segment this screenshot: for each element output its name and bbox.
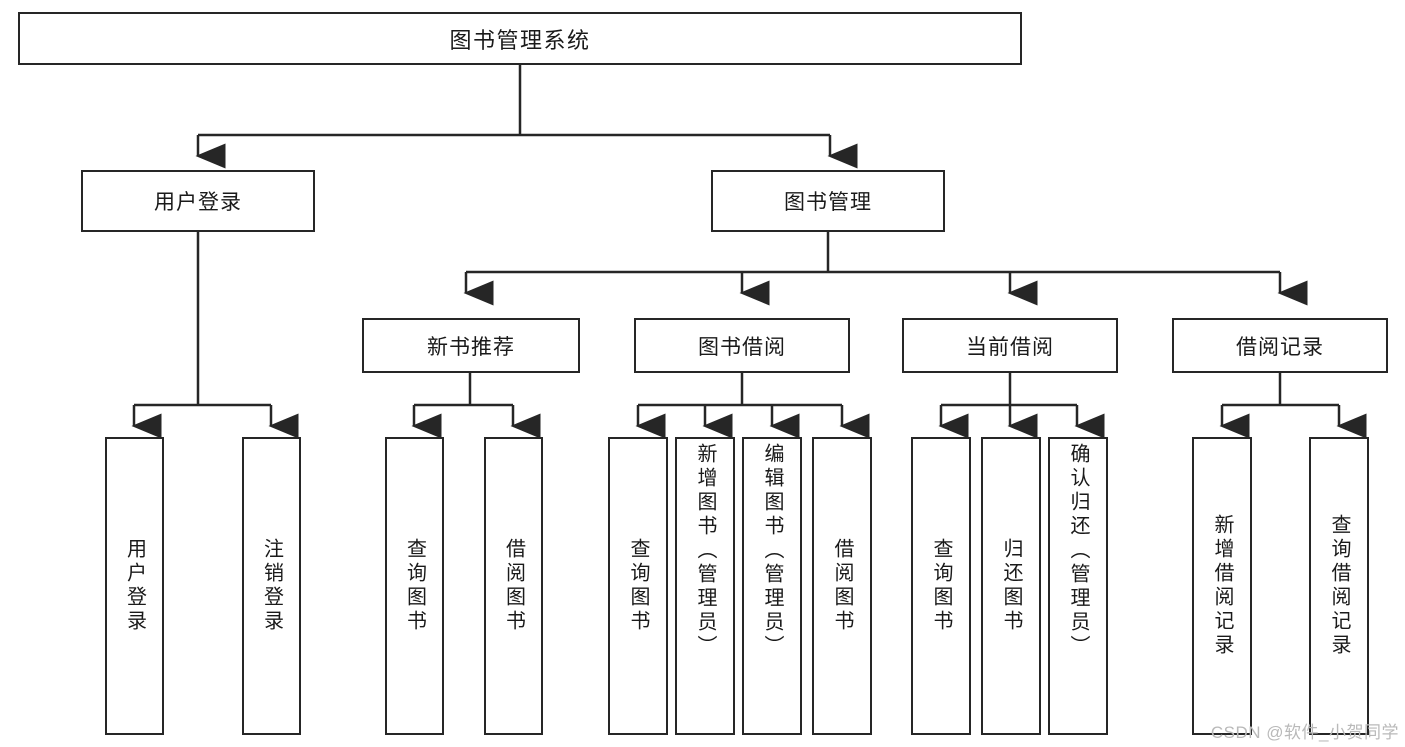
node-current-borrow[interactable]: 当前借阅 (902, 318, 1118, 373)
leaf-borrow-borrow-book[interactable]: 借阅图书 (812, 437, 872, 735)
leaf-label: 新增借阅记录 (1211, 514, 1233, 658)
node-book-management[interactable]: 图书管理 (711, 170, 945, 232)
leaf-label: 借阅图书 (502, 538, 525, 634)
node-root-label: 图书管理系统 (449, 27, 591, 53)
leaf-label: 新增图书（管理员） (694, 443, 716, 659)
leaf-borrow-query-book[interactable]: 查询图书 (608, 437, 668, 735)
node-new-book-recommend[interactable]: 新书推荐 (362, 318, 580, 373)
leaf-label: 编辑图书（管理员） (761, 443, 783, 659)
leaf-borrow-edit-book[interactable]: 编辑图书（管理员） (742, 437, 802, 735)
node-new-book-recommend-label: 新书推荐 (427, 335, 515, 359)
leaf-label: 查询借阅记录 (1328, 514, 1350, 658)
leaf-current-confirm-return[interactable]: 确认归还（管理员） (1048, 437, 1108, 735)
leaf-borrow-add-book[interactable]: 新增图书（管理员） (675, 437, 735, 735)
leaf-user-login-signout[interactable]: 注销登录 (242, 437, 301, 735)
leaf-user-login-signin[interactable]: 用户登录 (105, 437, 164, 735)
node-book-borrow[interactable]: 图书借阅 (634, 318, 850, 373)
leaf-current-query-book[interactable]: 查询图书 (911, 437, 971, 735)
leaf-record-query-record[interactable]: 查询借阅记录 (1309, 437, 1369, 735)
leaf-label: 用户登录 (123, 538, 146, 634)
leaf-recommend-borrow-book[interactable]: 借阅图书 (484, 437, 543, 735)
leaf-recommend-query-book[interactable]: 查询图书 (385, 437, 444, 735)
leaf-label: 查询图书 (930, 538, 952, 634)
leaf-label: 确认归还（管理员） (1067, 443, 1089, 659)
node-borrow-record[interactable]: 借阅记录 (1172, 318, 1388, 373)
leaf-current-return-book[interactable]: 归还图书 (981, 437, 1041, 735)
leaf-record-add-record[interactable]: 新增借阅记录 (1192, 437, 1252, 735)
leaf-label: 查询图书 (403, 538, 426, 634)
node-user-login[interactable]: 用户登录 (81, 170, 315, 232)
node-book-borrow-label: 图书借阅 (698, 335, 786, 359)
leaf-label: 借阅图书 (831, 538, 853, 634)
node-borrow-record-label: 借阅记录 (1236, 335, 1324, 359)
node-user-login-label: 用户登录 (154, 191, 242, 214)
node-root[interactable]: 图书管理系统 (18, 12, 1022, 65)
leaf-label: 查询图书 (627, 538, 649, 634)
node-current-borrow-label: 当前借阅 (966, 335, 1054, 359)
node-book-management-label: 图书管理 (784, 191, 872, 214)
leaf-label: 注销登录 (260, 538, 283, 634)
leaf-label: 归还图书 (1000, 538, 1022, 634)
watermark: CSDN @软件_小贺同学 (1210, 723, 1399, 742)
